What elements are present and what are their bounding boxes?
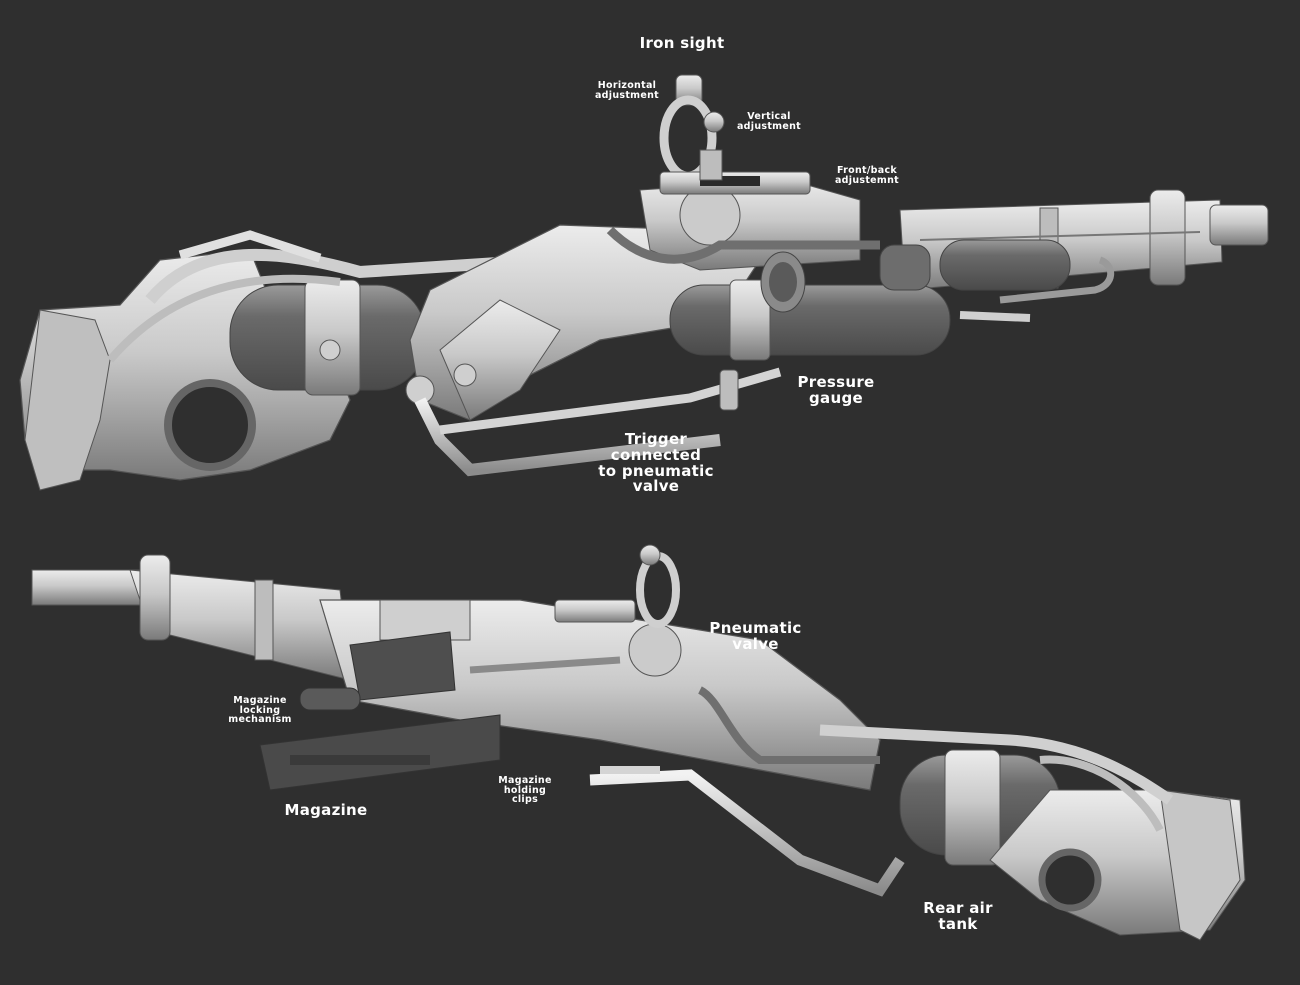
label-magazine-locking-mechanism: Magazine locking mechanism [228,695,292,725]
label-vertical-adjustment: Vertical adjustment [736,111,802,132]
label-pressure-gauge: Pressure gauge [797,373,875,407]
top-rails [106,230,621,363]
magazine-locking-mechanism [299,656,621,711]
label-magazine-holding-clips: Magazine holding clips [498,775,552,805]
iron-sight [659,74,811,195]
label-front-back-adjustment: Front/back adjustemnt [834,165,900,186]
label-horizontal-adjustment: Horizontal adjustment [594,80,660,101]
barrel-lower [31,554,351,681]
label-rear-air-tank: Rear air tank [923,899,993,933]
rear-air-tank [229,279,426,396]
lower-air-tanks [669,239,1071,361]
pressure-gauge [760,251,806,313]
trigger-pipes-lower [589,686,905,897]
stock-lower [989,789,1246,941]
pneumatic-hoses [606,226,1115,322]
label-trigger: Trigger connected to pneumatic valve [598,430,714,496]
stock-ring-cutout [164,379,256,471]
label-magazine: Magazine [284,801,368,819]
magazine-part [259,631,501,791]
iron-sight-lower [554,544,680,628]
label-iron-sight: Iron sight [639,34,725,52]
lower-rifle-view [31,544,1246,941]
grip-assembly [405,299,782,477]
top-rails-lower [819,724,1174,832]
upper-rifle-view [19,74,1269,491]
stock [19,249,351,491]
label-pneumatic-valve: Pneumatic valve [709,619,802,653]
